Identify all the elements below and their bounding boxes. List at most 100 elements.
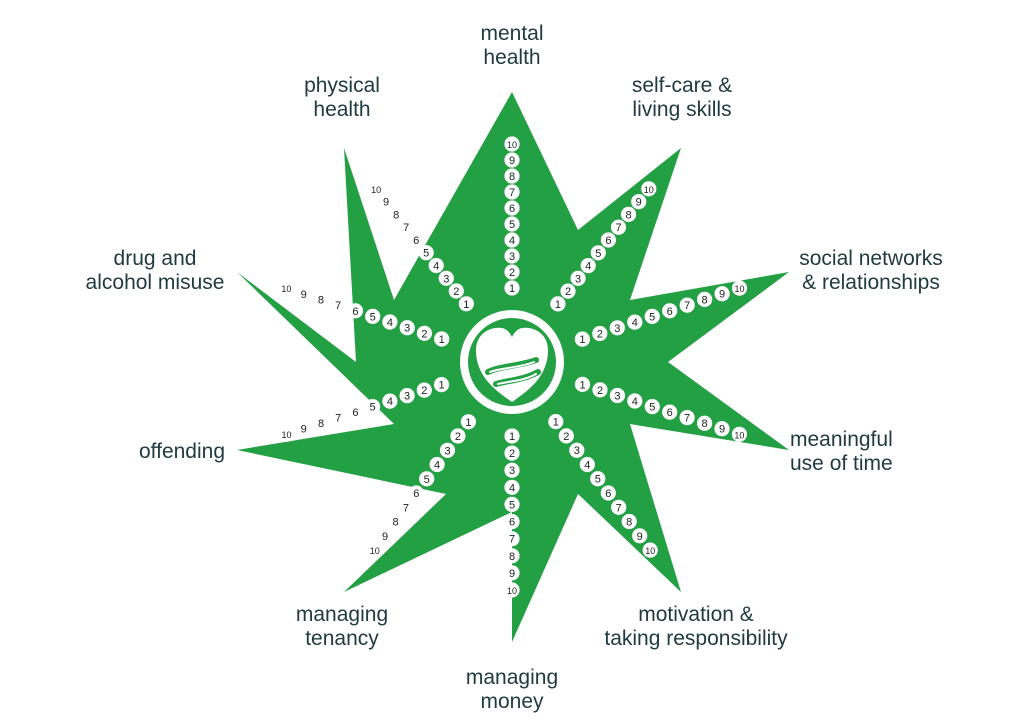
scale-marker-physical_health-10 [368, 181, 384, 197]
scale-marker-drug_alcohol-10 [278, 280, 294, 296]
scale-number-social_networks-9: 9 [719, 289, 725, 301]
scale-number-offending-2: 2 [421, 385, 427, 397]
scale-marker-social_networks-9 [714, 286, 730, 302]
scale-number-physical_health-10: 10 [371, 185, 381, 195]
scale-number-motivation-3: 3 [574, 445, 580, 457]
scale-number-meaningful_time-5: 5 [649, 402, 655, 414]
scale-marker-motivation-3 [569, 442, 585, 458]
scale-number-mental_health-4: 4 [509, 235, 515, 247]
scale-marker-offending-8 [313, 415, 329, 431]
scale-marker-managing_money-8 [504, 548, 520, 564]
scale-marker-social_networks-3 [609, 320, 625, 336]
scale-number-meaningful_time-6: 6 [667, 407, 673, 419]
scale-number-motivation-8: 8 [626, 517, 632, 529]
scale-marker-offending-5 [365, 399, 381, 415]
scale-marker-drug_alcohol-3 [399, 320, 415, 336]
scale-marker-physical_health-1 [458, 296, 474, 312]
scale-number-offending-3: 3 [404, 391, 410, 403]
scale-marker-managing_money-2 [504, 445, 520, 461]
scale-marker-meaningful_time-2 [592, 382, 608, 398]
scale-number-managing_tenancy-5: 5 [424, 474, 430, 486]
scale-number-drug_alcohol-3: 3 [404, 323, 410, 335]
scale-marker-social_networks-1 [574, 331, 591, 347]
scale-number-mental_health-5: 5 [509, 219, 515, 231]
scale-number-managing_money-3: 3 [509, 465, 515, 477]
scale-number-social_networks-10: 10 [734, 284, 744, 294]
scale-number-self_care-1: 1 [555, 299, 561, 311]
scale-marker-managing_tenancy-5 [419, 471, 435, 487]
scale-number-social_networks-6: 6 [667, 306, 673, 318]
scale-marker-meaningful_time-5 [644, 399, 660, 415]
scale-marker-social_networks-2 [592, 325, 608, 342]
scale-number-meaningful_time-3: 3 [614, 391, 620, 403]
scale-marker-self_care-6 [600, 232, 617, 248]
label-meaningful-time: meaningful use of time [790, 428, 893, 475]
scale-number-motivation-7: 7 [616, 502, 622, 514]
scale-marker-meaningful_time-8 [697, 415, 713, 431]
scale-number-physical_health-7: 7 [403, 222, 409, 234]
scale-number-physical_health-6: 6 [413, 235, 419, 247]
scale-number-managing_tenancy-9: 9 [382, 531, 388, 543]
scale-number-meaningful_time-4: 4 [632, 396, 638, 408]
scale-marker-mental_health-8 [504, 168, 520, 184]
scale-marker-managing_tenancy-2 [450, 428, 466, 444]
scale-number-offending-8: 8 [318, 418, 324, 430]
scale-marker-social_networks-4 [627, 314, 643, 330]
scale-number-self_care-4: 4 [585, 261, 591, 273]
scale-marker-self_care-4 [580, 258, 596, 274]
scale-marker-physical_health-8 [388, 206, 404, 222]
scale-marker-social_networks-10 [731, 280, 748, 296]
scale-number-social_networks-2: 2 [597, 329, 603, 341]
scale-number-managing_tenancy-6: 6 [413, 488, 419, 500]
scale-marker-physical_health-2 [448, 283, 464, 299]
scale-number-managing_money-1: 1 [509, 431, 515, 443]
label-physical-health: physical health [304, 74, 380, 121]
scale-marker-meaningful_time-6 [662, 404, 678, 420]
scale-marker-offending-3 [399, 388, 415, 404]
scale-number-motivation-9: 9 [637, 531, 643, 543]
scale-number-managing_tenancy-3: 3 [444, 445, 450, 457]
scale-number-offending-1: 1 [438, 380, 444, 392]
scale-marker-social_networks-7 [679, 297, 695, 313]
scale-marker-motivation-1 [548, 414, 564, 430]
scale-marker-drug_alcohol-6 [347, 303, 363, 319]
scale-marker-mental_health-9 [504, 152, 520, 168]
scale-marker-managing_tenancy-9 [377, 528, 393, 544]
scale-marker-offending-6 [347, 404, 363, 420]
label-social-networks: social networks & relationships [799, 247, 943, 294]
scale-number-drug_alcohol-7: 7 [335, 300, 341, 312]
scale-number-motivation-10: 10 [645, 546, 655, 556]
scale-number-managing_money-2: 2 [509, 448, 515, 460]
scale-marker-motivation-5 [590, 471, 606, 487]
scale-marker-drug_alcohol-5 [365, 308, 381, 324]
scale-marker-drug_alcohol-2 [416, 325, 432, 341]
scale-number-managing_money-8: 8 [509, 551, 515, 563]
scale-marker-mental_health-7 [504, 184, 520, 200]
scale-marker-managing_money-6 [504, 514, 520, 530]
scale-marker-physical_health-4 [428, 257, 444, 274]
scale-number-meaningful_time-2: 2 [597, 385, 603, 397]
scale-marker-physical_health-5 [418, 245, 434, 261]
scale-number-self_care-10: 10 [644, 185, 654, 195]
scale-marker-physical_health-9 [378, 194, 394, 210]
scale-number-drug_alcohol-10: 10 [281, 284, 291, 294]
scale-number-physical_health-9: 9 [383, 197, 389, 209]
scale-marker-managing_money-10 [504, 582, 520, 598]
scale-marker-managing_tenancy-8 [387, 513, 404, 530]
scale-number-managing_tenancy-4: 4 [434, 460, 440, 472]
scale-number-motivation-6: 6 [605, 488, 611, 500]
scale-marker-social_networks-6 [662, 303, 678, 319]
scale-marker-managing_tenancy-10 [367, 542, 383, 558]
scale-marker-self_care-1 [550, 296, 566, 312]
scale-number-managing_tenancy-7: 7 [403, 502, 409, 514]
scale-marker-physical_health-7 [398, 219, 414, 235]
scale-number-meaningful_time-10: 10 [734, 430, 744, 440]
scale-marker-physical_health-6 [408, 232, 424, 248]
scale-number-managing_money-5: 5 [509, 499, 515, 511]
scale-marker-mental_health-5 [504, 216, 520, 232]
scale-number-mental_health-1: 1 [509, 283, 515, 295]
scale-number-managing_money-4: 4 [509, 482, 515, 494]
label-managing-tenancy: managing tenancy [295, 603, 389, 650]
scale-number-mental_health-6: 6 [509, 203, 515, 215]
scale-number-managing_tenancy-10: 10 [370, 546, 380, 556]
